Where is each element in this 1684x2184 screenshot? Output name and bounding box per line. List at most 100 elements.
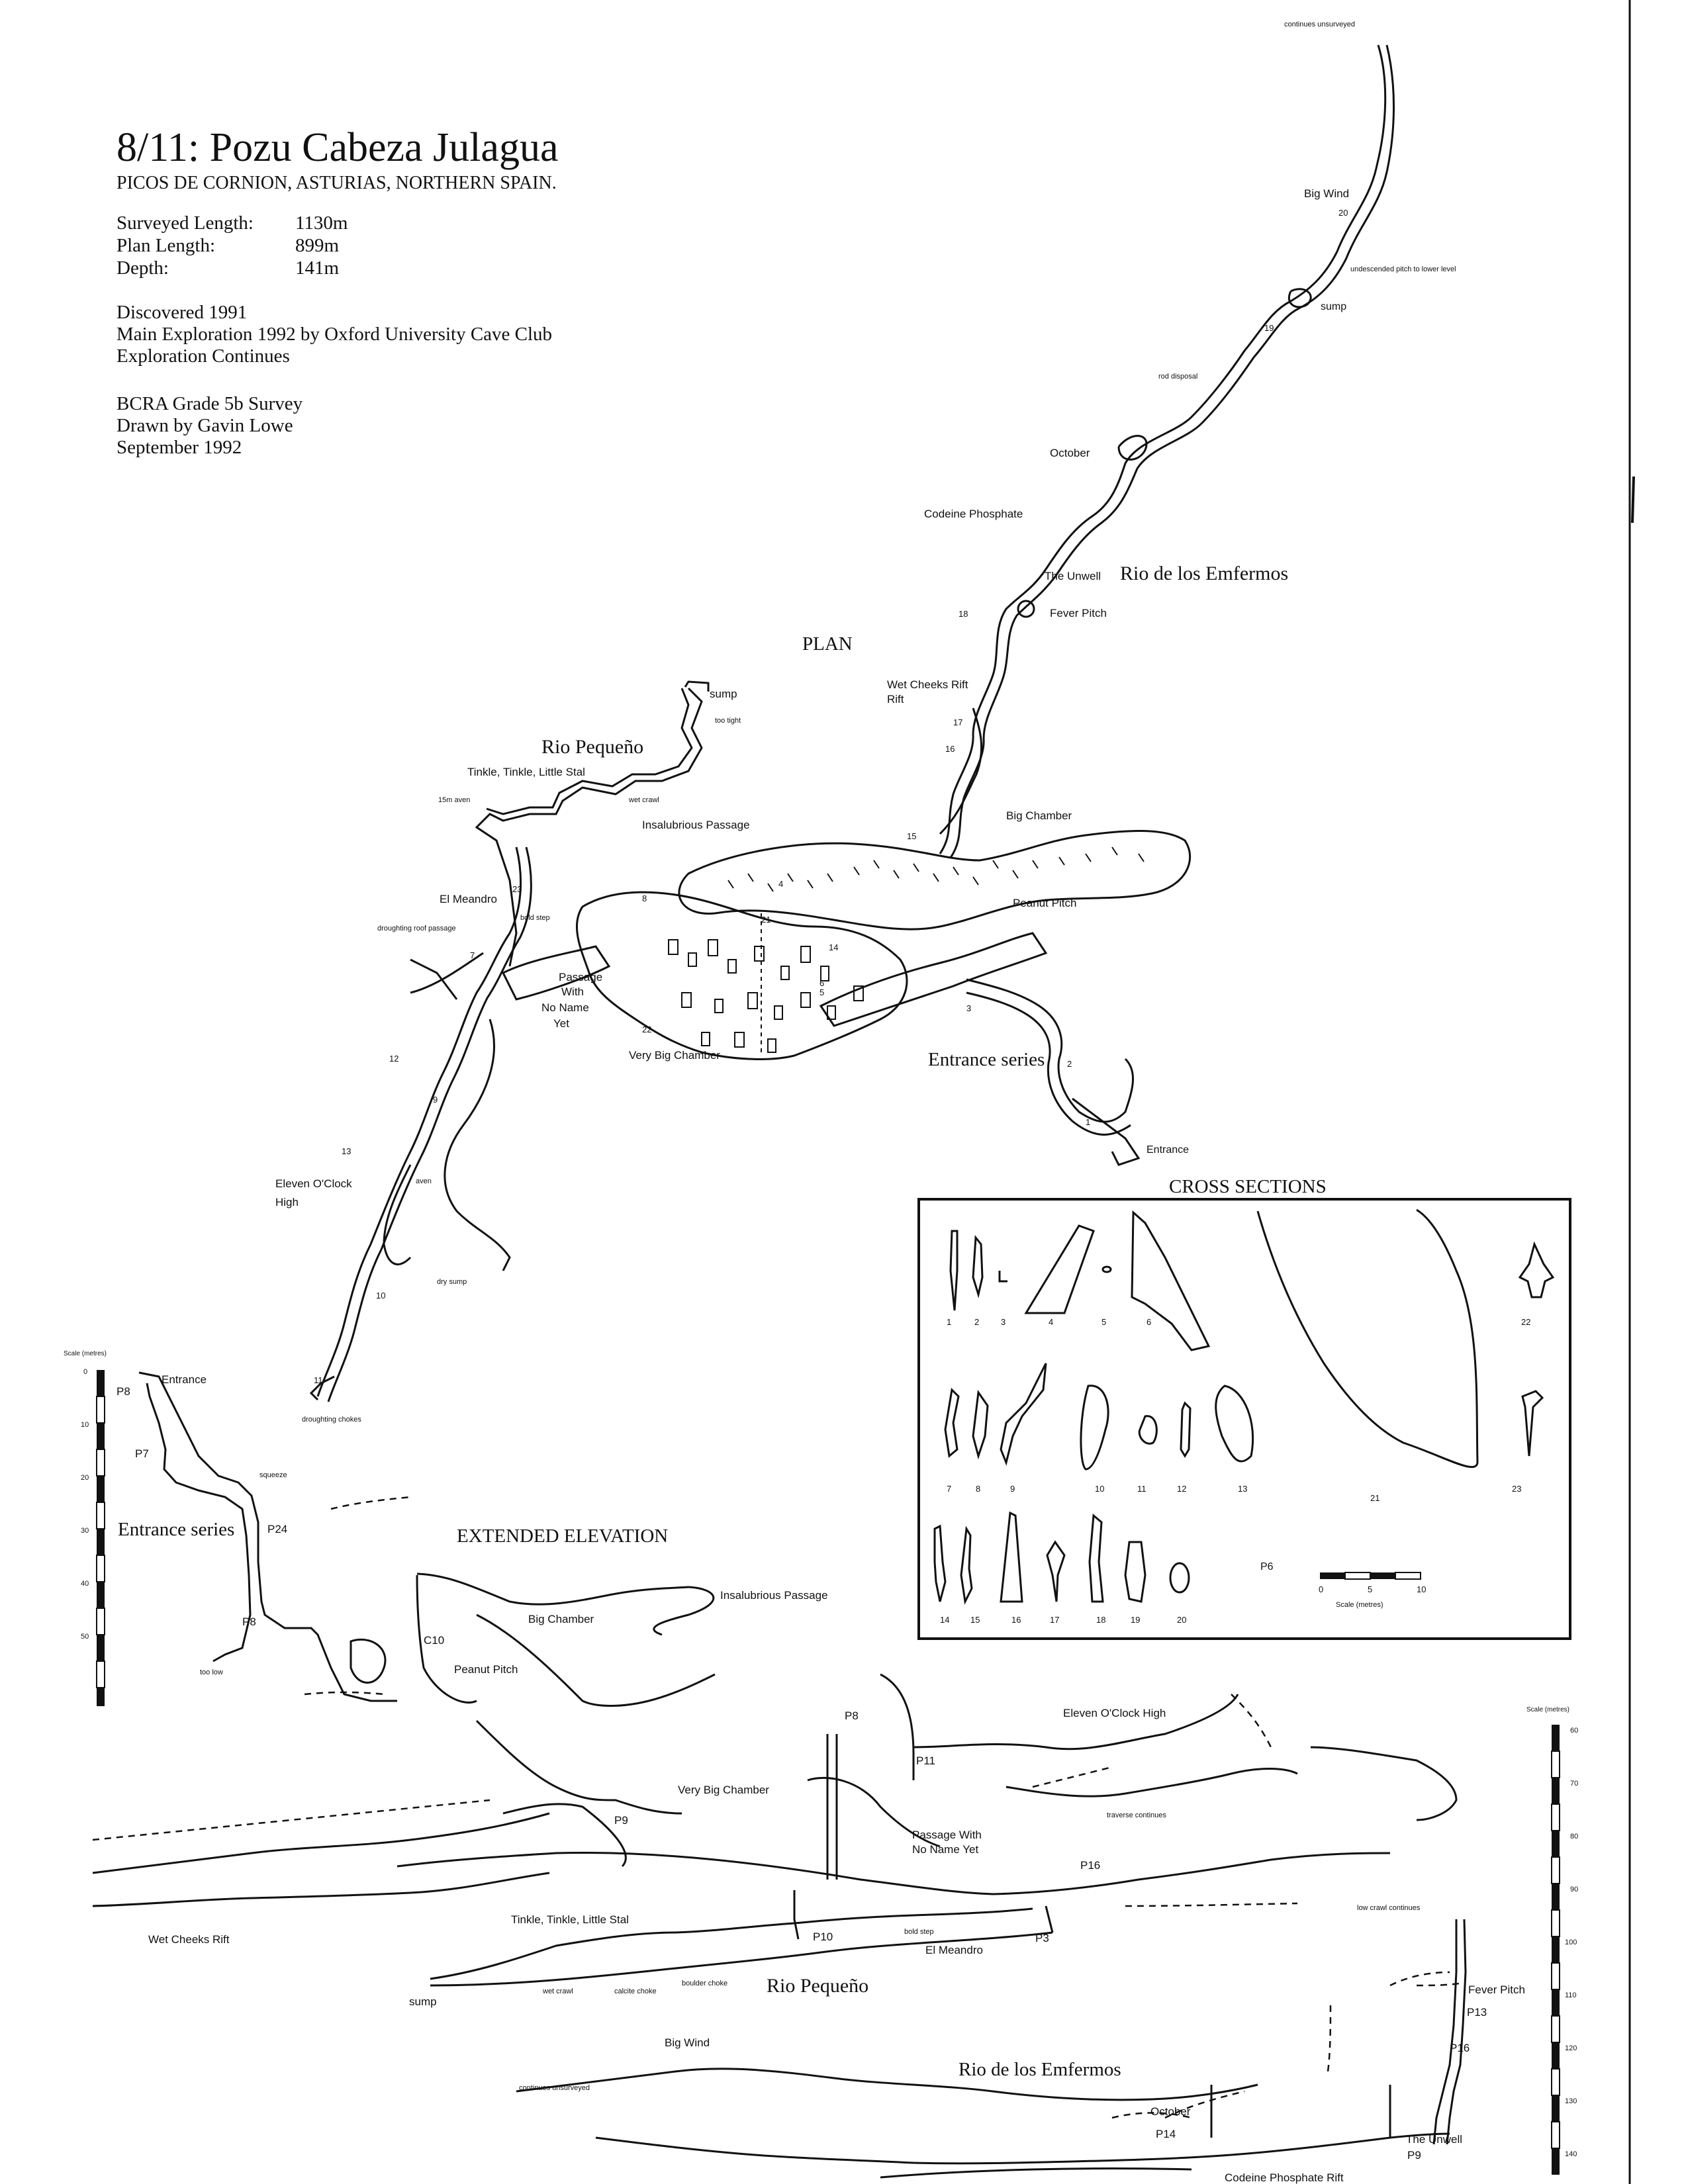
plan-passage-emfermos-wall — [949, 44, 1395, 858]
elev-label-sump: sump — [409, 1995, 437, 2008]
elev-eleven-oclock — [913, 1694, 1239, 1751]
label-sump-upper: sump — [1321, 301, 1346, 312]
credit-line: September 1992 — [117, 437, 242, 458]
scale-segment — [1551, 1962, 1560, 1990]
elev-main-floor — [397, 1851, 994, 1895]
elev-label-eleven-oclock: Eleven O'Clock High — [1063, 1707, 1166, 1719]
label-dry-sump: dry sump — [437, 1278, 467, 1286]
section-22 — [1518, 1241, 1555, 1298]
station-label: 20 — [1338, 208, 1348, 218]
plan-fever-pitch — [1017, 600, 1035, 618]
survey-header: 8/11: Pozu Cabeza Julagua PICOS DE CORNI… — [117, 123, 558, 195]
station-label: 1 — [1086, 1117, 1090, 1127]
section-label: 15 — [970, 1615, 980, 1625]
section-label: 9 — [1010, 1484, 1015, 1494]
label-fever-pitch: Fever Pitch — [1050, 607, 1107, 619]
label-codeine-phosphate: Codeine Phosphate — [924, 508, 1023, 520]
scale-segment — [1552, 2148, 1560, 2175]
section-10 — [1080, 1385, 1109, 1471]
elev-label-no-name-yet: No Name Yet — [912, 1843, 978, 1856]
station-label: 15 — [907, 831, 916, 841]
label-undescended-pitch: undescended pitch to lower level — [1350, 265, 1456, 273]
cross-section-shapes — [933, 1208, 1555, 1605]
plan-passage-emfermos — [939, 44, 1387, 854]
elev-label-p16b: P16 — [1450, 2042, 1470, 2054]
label-big-chamber: Big Chamber — [1006, 809, 1072, 822]
scale-segment — [1552, 2095, 1560, 2122]
scale-tick: 130 — [1565, 2097, 1577, 2105]
section-16 — [1000, 1511, 1023, 1603]
elev-label-p10: P10 — [813, 1931, 833, 1943]
station-label: 22 — [642, 1024, 651, 1034]
elev-label-p13: P13 — [1467, 2006, 1487, 2019]
section-19 — [1124, 1541, 1146, 1603]
scale-segment — [96, 1608, 105, 1635]
stat-label: Plan Length: — [117, 235, 216, 256]
scale-segment — [1552, 1936, 1560, 1963]
section-label: 12 — [1177, 1484, 1186, 1494]
discovery-line: Main Exploration 1992 by Oxford Universi… — [117, 324, 553, 345]
scale-segment — [1320, 1572, 1345, 1579]
plan-view — [309, 44, 1395, 1402]
plan-october-loop — [1117, 435, 1148, 461]
elevation-labels: Entrance P8 P7 squeeze Entrance series P… — [117, 1373, 1525, 2184]
scale-tick: 30 — [81, 1527, 89, 1535]
section-4 — [1024, 1224, 1095, 1314]
page-edge-mark — [1631, 476, 1635, 523]
elev-emfermos-roof — [516, 2068, 1258, 2101]
cross-sections-heading: CROSS SECTIONS — [1169, 1176, 1327, 1197]
elev-label-p7: P7 — [135, 1447, 149, 1460]
scale-segment — [1395, 1572, 1421, 1580]
scale-segment — [1552, 1884, 1560, 1910]
elev-label-p3: P3 — [1035, 1932, 1049, 1944]
label-entrance-series: Entrance series — [928, 1049, 1045, 1070]
elev-label-p14: P14 — [1156, 2128, 1176, 2140]
scale-segment — [1552, 1778, 1560, 1804]
label-insalubrious: Insalubrious Passage — [642, 819, 750, 831]
label-tinkle: Tinkle, Tinkle, Little Stal — [467, 766, 585, 778]
label-rod-disposal: rod disposal — [1158, 373, 1197, 381]
section-label: 21 — [1370, 1493, 1380, 1503]
elev-insalubrious — [653, 1586, 715, 1636]
section-14 — [933, 1524, 947, 1602]
elev-emfermos-floor — [595, 2132, 1450, 2165]
elev-label-big-wind: Big Wind — [665, 2036, 710, 2049]
elev-label-very-big-chamber: Very Big Chamber — [678, 1784, 769, 1796]
plan-wet-cheeks-rift — [939, 707, 983, 835]
station-label: 17 — [953, 717, 962, 727]
elev-rio-pequeno-floor — [430, 1931, 1053, 1987]
section-label: 11 — [1137, 1484, 1146, 1494]
elevation-passages — [92, 1371, 1467, 2179]
section-label: 22 — [1521, 1317, 1530, 1327]
elev-label-tinkle: Tinkle, Tinkle, Little Stal — [511, 1913, 629, 1926]
elev-very-big-chamber-roof — [475, 1719, 682, 1815]
station-label: 18 — [959, 609, 968, 619]
label-el-meandro: El Meandro — [440, 893, 497, 905]
scale-segment — [97, 1423, 105, 1449]
plan-passage-pequeno — [475, 687, 703, 967]
credit-line: Drawn by Gavin Lowe — [117, 415, 293, 436]
station-label: 3 — [966, 1003, 971, 1013]
plan-eleven-oclock-loop — [444, 1019, 511, 1271]
station-label: 2 — [1067, 1059, 1072, 1069]
label-droughting-chokes: droughting chokes — [302, 1416, 361, 1424]
plan-entrance-series-wall — [966, 991, 1131, 1136]
elev-fever-pitch-shaft-wall — [1446, 1919, 1467, 2145]
elev-label-passage-with: Passage With — [912, 1829, 982, 1841]
elev-p10 — [793, 1890, 800, 1940]
elev-label-codeine: Codeine Phosphate Rift — [1225, 2171, 1344, 2184]
elev-label-p24: P24 — [267, 1523, 287, 1535]
scale-tick: 40 — [81, 1580, 89, 1588]
scale-tick: 80 — [1570, 1833, 1578, 1841]
elev-label-p9: P9 — [614, 1814, 628, 1827]
survey-location: PICOS DE CORNION, ASTURIAS, NORTHERN SPA… — [117, 173, 557, 193]
station-label: 5 — [819, 987, 824, 997]
scale-segment — [1552, 1831, 1560, 1857]
label-with: With — [561, 985, 584, 998]
elev-label-bold-step: bold step — [904, 1928, 934, 1936]
label-wet-crawl: wet crawl — [628, 796, 659, 804]
elev-label-p8c: P8 — [845, 1709, 859, 1722]
plan-very-big-chamber — [576, 891, 908, 1060]
discovery-notes: Discovered 1991 Main Exploration 1992 by… — [117, 302, 552, 367]
plan-dry-sump-passage — [383, 1164, 412, 1265]
